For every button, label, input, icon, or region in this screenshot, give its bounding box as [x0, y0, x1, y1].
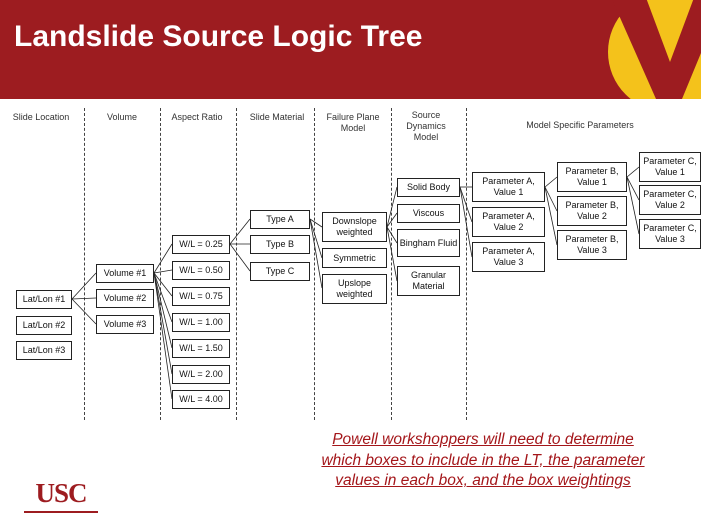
aspect-ratio-box: W/L = 0.25 [172, 235, 230, 254]
dynamics-box: Bingham Fluid [397, 229, 460, 257]
col-model-params: Model Specific Parameters [526, 120, 634, 130]
slide-title: Landslide Source Logic Tree [14, 20, 423, 53]
aspect-ratio-box: W/L = 1.00 [172, 313, 230, 332]
dynamics-box: Solid Body [397, 178, 460, 197]
column-divider [466, 108, 467, 420]
volume-box: Volume #3 [96, 315, 154, 334]
usc-v-logo [608, 0, 701, 99]
material-box: Type C [250, 262, 310, 281]
dynamics-box: Viscous [397, 204, 460, 223]
aspect-ratio-box: W/L = 4.00 [172, 390, 230, 409]
col-slide-material: Slide Material [249, 112, 305, 122]
material-box: Type A [250, 210, 310, 229]
failure-plane-box: Symmetric [322, 248, 387, 268]
col-slide-location: Slide Location [12, 112, 70, 122]
location-box: Lat/Lon #1 [16, 290, 72, 309]
dynamics-box: Granular Material [397, 266, 460, 296]
parameter-b-box: Parameter B, Value 1 [557, 162, 627, 192]
logo-underline [24, 511, 98, 513]
parameter-c-box: Parameter C, Value 1 [639, 152, 701, 182]
col-aspect-ratio: Aspect Ratio [171, 112, 223, 122]
parameter-b-box: Parameter B, Value 3 [557, 230, 627, 260]
column-divider [391, 108, 392, 420]
usc-wordmark-logo: USC [24, 478, 98, 513]
volume-box: Volume #2 [96, 289, 154, 308]
failure-plane-box: Upslope weighted [322, 274, 387, 304]
aspect-ratio-box: W/L = 2.00 [172, 365, 230, 384]
parameter-a-box: Parameter A, Value 3 [472, 242, 545, 272]
failure-plane-box: Downslope weighted [322, 212, 387, 242]
col-volume: Volume [106, 112, 138, 122]
column-divider [84, 108, 85, 420]
material-box: Type B [250, 235, 310, 254]
column-divider [236, 108, 237, 420]
location-box: Lat/Lon #2 [16, 316, 72, 335]
title-banner: Landslide Source Logic Tree [0, 0, 701, 99]
parameter-c-box: Parameter C, Value 3 [639, 219, 701, 249]
column-divider [160, 108, 161, 420]
parameter-c-box: Parameter C, Value 2 [639, 185, 701, 215]
column-divider [314, 108, 315, 420]
parameter-a-box: Parameter A, Value 1 [472, 172, 545, 202]
aspect-ratio-box: W/L = 0.50 [172, 261, 230, 280]
usc-wordmark-text: USC [35, 478, 87, 508]
workshop-note: Powell workshoppers will need to determi… [321, 431, 645, 489]
volume-box: Volume #1 [96, 264, 154, 283]
parameter-b-box: Parameter B, Value 2 [557, 196, 627, 226]
aspect-ratio-box: W/L = 0.75 [172, 287, 230, 306]
parameter-a-box: Parameter A, Value 2 [472, 207, 545, 237]
col-source-dynamics: Source Dynamics Model [406, 110, 446, 142]
location-box: Lat/Lon #3 [16, 341, 72, 360]
aspect-ratio-box: W/L = 1.50 [172, 339, 230, 358]
col-failure-plane: Failure Plane Model [326, 112, 380, 133]
